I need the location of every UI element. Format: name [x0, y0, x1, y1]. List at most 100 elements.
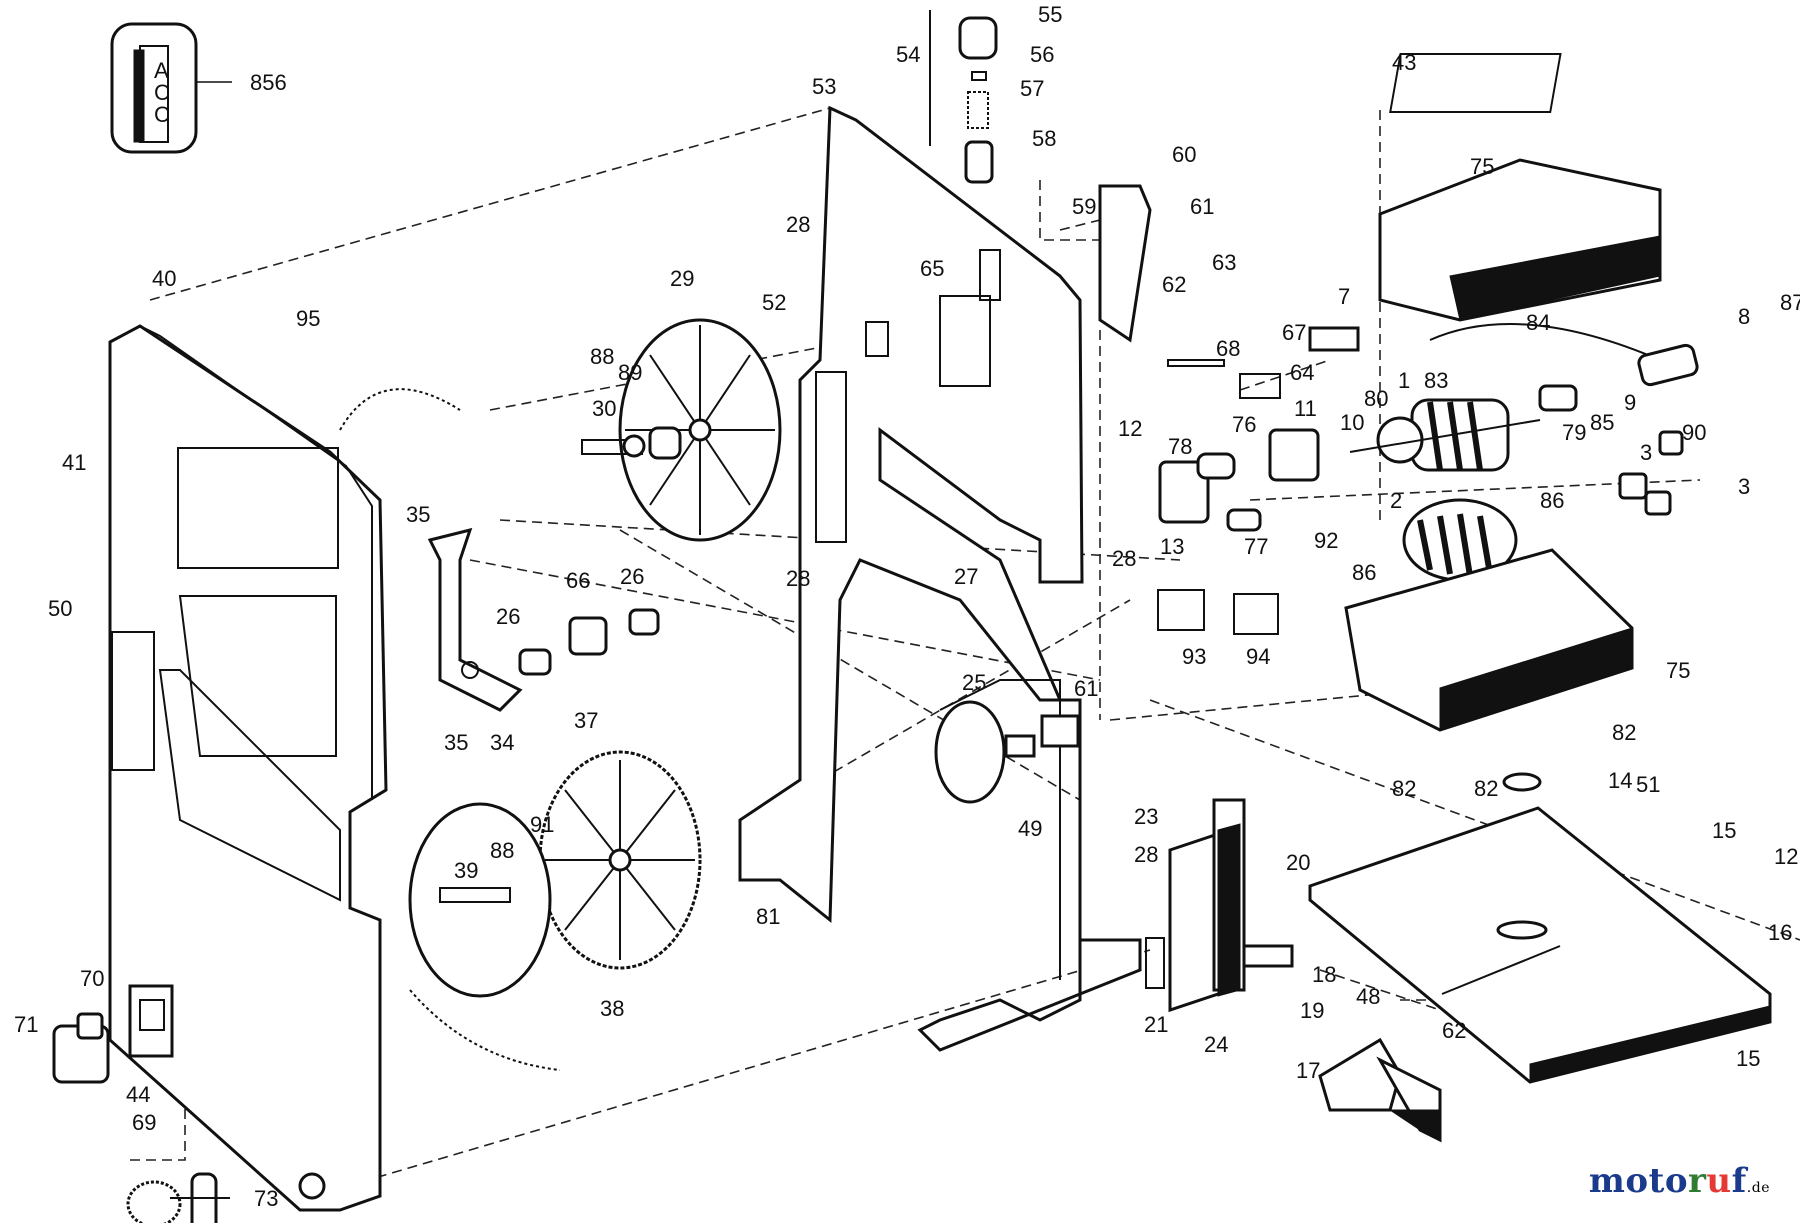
part-label-17: 17 — [1296, 1058, 1320, 1083]
switch-letters: A C C — [154, 58, 170, 127]
watermark-brand: motoruf — [1588, 1161, 1747, 1201]
part-label-83: 83 — [1424, 368, 1448, 393]
part-label-81: 81 — [756, 904, 780, 929]
part-label-76: 76 — [1232, 412, 1256, 437]
part-label-10: 10 — [1340, 410, 1364, 435]
part-label-14: 14 — [1608, 768, 1632, 793]
part-label-41: 41 — [62, 450, 86, 475]
part-label-93: 93 — [1182, 644, 1206, 669]
miter-gauge-17 — [1318, 1037, 1442, 1143]
watermark-logo: motoruf.de — [1589, 1161, 1770, 1201]
part-label-52: 52 — [762, 290, 786, 315]
saw-blades — [339, 388, 561, 1071]
part-label-79: 79 — [1562, 420, 1586, 445]
part-label-60: 60 — [1172, 142, 1196, 167]
spring-69 — [126, 1172, 230, 1223]
part-label-35: 35 — [406, 502, 430, 527]
part-label-13: 13 — [1160, 534, 1184, 559]
part-label-21: 21 — [1144, 1012, 1168, 1037]
part-label-49: 49 — [1018, 816, 1042, 841]
part-label-44: 44 — [126, 1082, 150, 1107]
part-label-63: 63 — [1212, 250, 1236, 275]
part-label-56: 56 — [1030, 42, 1054, 67]
part-label-50: 50 — [48, 596, 72, 621]
part-label-88: 88 — [490, 838, 514, 863]
part-label-67: 67 — [1282, 320, 1306, 345]
part-label-37: 37 — [574, 708, 598, 733]
part-label-86: 86 — [1540, 488, 1564, 513]
part-label-43: 43 — [1392, 50, 1416, 75]
disc-25 — [934, 700, 1080, 804]
switch-letter: C — [154, 102, 170, 127]
part-label-26: 26 — [496, 604, 520, 629]
part-label-15: 15 — [1712, 818, 1736, 843]
part-label-82: 82 — [1474, 776, 1498, 801]
cover-40 — [108, 324, 388, 1212]
part-label-25: 25 — [962, 670, 986, 695]
part-label-9: 9 — [1624, 390, 1636, 415]
part-label-64: 64 — [1290, 360, 1314, 385]
power-cord-8 — [1429, 323, 1699, 387]
frame-53 — [738, 105, 1142, 1052]
part-label-27: 27 — [954, 564, 978, 589]
switch-letter: A — [154, 58, 169, 83]
part-label-61: 61 — [1190, 194, 1214, 219]
bracket-34 — [427, 527, 660, 712]
part-label-90: 90 — [1682, 420, 1706, 445]
part-label-48: 48 — [1356, 984, 1380, 1009]
part-label-58: 58 — [1032, 126, 1056, 151]
part-label-85: 85 — [1590, 410, 1614, 435]
part-label-18: 18 — [1312, 962, 1336, 987]
part-label-66: 66 — [566, 568, 590, 593]
part-label-26: 26 — [620, 564, 644, 589]
part-label-12: 12 — [1118, 416, 1142, 441]
part-label-61: 61 — [1074, 676, 1098, 701]
part-label-87: 87 — [1780, 290, 1800, 315]
part-label-78: 78 — [1168, 434, 1192, 459]
part-label-89: 89 — [618, 360, 642, 385]
part-label-1: 1 — [1398, 368, 1410, 393]
part-label-55: 55 — [1038, 2, 1062, 27]
part-label-82: 82 — [1392, 776, 1416, 801]
part-label-84: 84 — [1526, 310, 1550, 335]
watermark-suffix: .de — [1746, 1180, 1770, 1196]
part-label-34: 34 — [490, 730, 514, 755]
small-parts — [1157, 326, 1684, 635]
motor-housing-75 — [1344, 548, 1634, 732]
part-label-35: 35 — [444, 730, 468, 755]
part-label-19: 19 — [1300, 998, 1324, 1023]
part-label-3: 3 — [1738, 474, 1750, 499]
part-label-12: 12 — [1774, 844, 1798, 869]
part-label-71: 71 — [14, 1012, 38, 1037]
part-label-94: 94 — [1246, 644, 1270, 669]
part-label-51: 51 — [1636, 772, 1660, 797]
part-label-65: 65 — [920, 256, 944, 281]
motor-cover-75 — [1378, 53, 1662, 322]
tension-rod-54-58 — [929, 10, 998, 184]
part-label-75: 75 — [1666, 658, 1690, 683]
part-label-28: 28 — [1112, 546, 1136, 571]
switch-detail-inset — [110, 22, 232, 154]
part-label-95: 95 — [296, 306, 320, 331]
switch-44 — [52, 984, 174, 1084]
part-label-82: 82 — [1612, 720, 1636, 745]
part-label-40: 40 — [152, 266, 176, 291]
part-label-24: 24 — [1204, 1032, 1228, 1057]
part-label-15: 15 — [1736, 1046, 1760, 1071]
part-label-28: 28 — [1134, 842, 1158, 867]
motor-armature-1 — [1349, 398, 1541, 472]
part-label-54: 54 — [896, 42, 920, 67]
part-label-7: 7 — [1338, 284, 1350, 309]
part-label-91: 91 — [530, 812, 554, 837]
part-label-75: 75 — [1470, 154, 1494, 179]
part-label-70: 70 — [80, 966, 104, 991]
part-label-39: 39 — [454, 858, 478, 883]
part-label-29: 29 — [670, 266, 694, 291]
part-label-69: 69 — [132, 1110, 156, 1135]
blade-guide-20 — [1145, 798, 1294, 1013]
part-label-28: 28 — [786, 566, 810, 591]
switch-letter: C — [154, 80, 170, 105]
upper-wheel-29 — [618, 318, 782, 542]
